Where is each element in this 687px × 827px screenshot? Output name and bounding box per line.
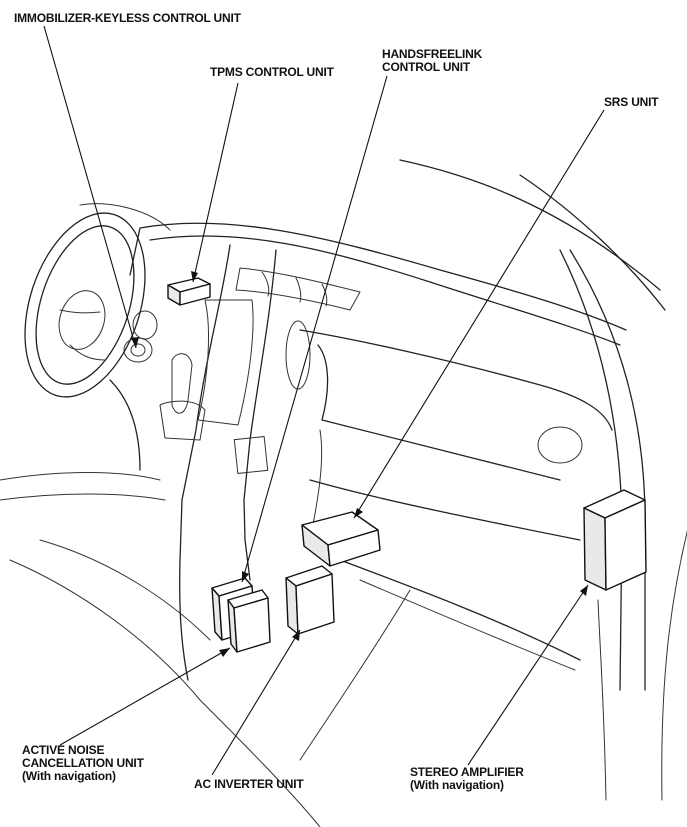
- arrowhead-handsfreelink: [242, 571, 249, 582]
- label-handsfreelink-line-2: CONTROL UNIT: [382, 60, 471, 74]
- dash-front-edge: [129, 227, 141, 276]
- gauge-hood: [79, 203, 171, 231]
- label-immobilizer-keyless-control-unit: IMMOBILIZER-KEYLESS CONTROL UNIT: [14, 11, 241, 25]
- stack-bezel: [197, 299, 254, 426]
- arrowhead-tpms: [191, 271, 198, 282]
- arrowhead-stereo-amp: [580, 585, 588, 596]
- floor-edge: [9, 559, 321, 827]
- arrowhead-active-noise: [219, 648, 230, 657]
- label-tpms-control-unit: TPMS CONTROL UNIT: [210, 65, 334, 79]
- lower-dash-left: [0, 472, 161, 481]
- floor-edge-2: [39, 539, 211, 641]
- a-pillar-outer: [569, 249, 646, 691]
- arrowhead-srs: [354, 508, 363, 518]
- ignition-switch-inner: [130, 343, 146, 357]
- pillar-trim: [661, 530, 687, 801]
- leader-ac-inverter: [211, 629, 301, 776]
- arrowhead-ac-inverter: [292, 630, 300, 641]
- passenger-vent: [285, 320, 311, 390]
- steering-wheel-hub: [58, 290, 106, 350]
- steering-spoke-2: [69, 344, 106, 361]
- glovebox-latch: [537, 426, 583, 464]
- kick-panel: [339, 559, 581, 661]
- stack-panel: [233, 436, 269, 474]
- steering-spoke-1: [59, 309, 101, 314]
- label-srs-unit: SRS UNIT: [604, 95, 659, 109]
- center-console-mid: [243, 499, 251, 581]
- dash-top-inner: [149, 235, 621, 346]
- lower-dash-left-2: [0, 493, 166, 501]
- carpet-line: [299, 589, 411, 761]
- label-handsfreelink-line-1: HANDSFREELINK: [382, 47, 483, 61]
- label-handsfreelink-control-unit: HANDSFREELINK CONTROL UNIT: [382, 48, 482, 74]
- tpms-control-unit-box: [167, 277, 211, 306]
- ac-inverter-unit-box: [285, 565, 335, 635]
- vent-slot-1: [261, 271, 270, 297]
- label-stereo-amp-line-1: STEREO AMPLIFIER: [410, 765, 524, 779]
- center-console-left: [179, 499, 189, 681]
- vent-slot-3: [321, 283, 328, 307]
- leader-stereo-amp: [467, 584, 589, 766]
- dash-top-line: [139, 222, 627, 331]
- passenger-dash-face: [299, 329, 613, 431]
- vent-outline: [235, 267, 361, 311]
- leader-srs: [353, 109, 605, 519]
- leader-active-noise: [59, 647, 231, 746]
- label-stereo-amplifier: STEREO AMPLIFIER (With navigation): [410, 766, 524, 792]
- kick-panel-lower: [359, 579, 576, 671]
- center-stack-left: [181, 244, 231, 501]
- vent-slot-2: [295, 277, 302, 303]
- door-edge: [597, 599, 607, 801]
- leader-handsfreelink: [241, 75, 388, 583]
- arrowhead-immobilizer: [131, 337, 139, 348]
- leader-immobilizer: [43, 25, 137, 349]
- active-noise-cancellation-unit-box: [227, 589, 271, 653]
- shift-lever: [171, 353, 193, 414]
- label-active-noise-line-1: ACTIVE NOISE: [22, 743, 105, 757]
- steering-wheel-rim-outer: [24, 212, 146, 398]
- label-active-noise-line-3: (With navigation): [22, 769, 116, 783]
- gauge-dial: [132, 310, 158, 340]
- glovebox-top: [317, 344, 561, 481]
- label-ac-inverter-unit: AC INVERTER UNIT: [194, 777, 304, 791]
- label-active-noise-cancellation-unit: ACTIVE NOISE CANCELLATION UNIT (With nav…: [22, 744, 144, 783]
- glovebox-lower: [309, 479, 581, 541]
- ignition-switch: [123, 337, 153, 363]
- srs-unit-box: [301, 511, 381, 567]
- center-stack-right: [243, 249, 277, 501]
- windshield-upper-line: [399, 159, 661, 291]
- steering-column: [109, 379, 141, 471]
- label-active-noise-line-2: CANCELLATION UNIT: [22, 756, 144, 770]
- leader-tpms: [192, 82, 239, 283]
- stereo-amplifier-box: [583, 489, 647, 591]
- windshield-frame-line: [519, 174, 666, 311]
- shift-boot: [159, 400, 206, 441]
- label-stereo-amp-line-2: (With navigation): [410, 778, 504, 792]
- steering-wheel-rim-inner: [35, 225, 135, 385]
